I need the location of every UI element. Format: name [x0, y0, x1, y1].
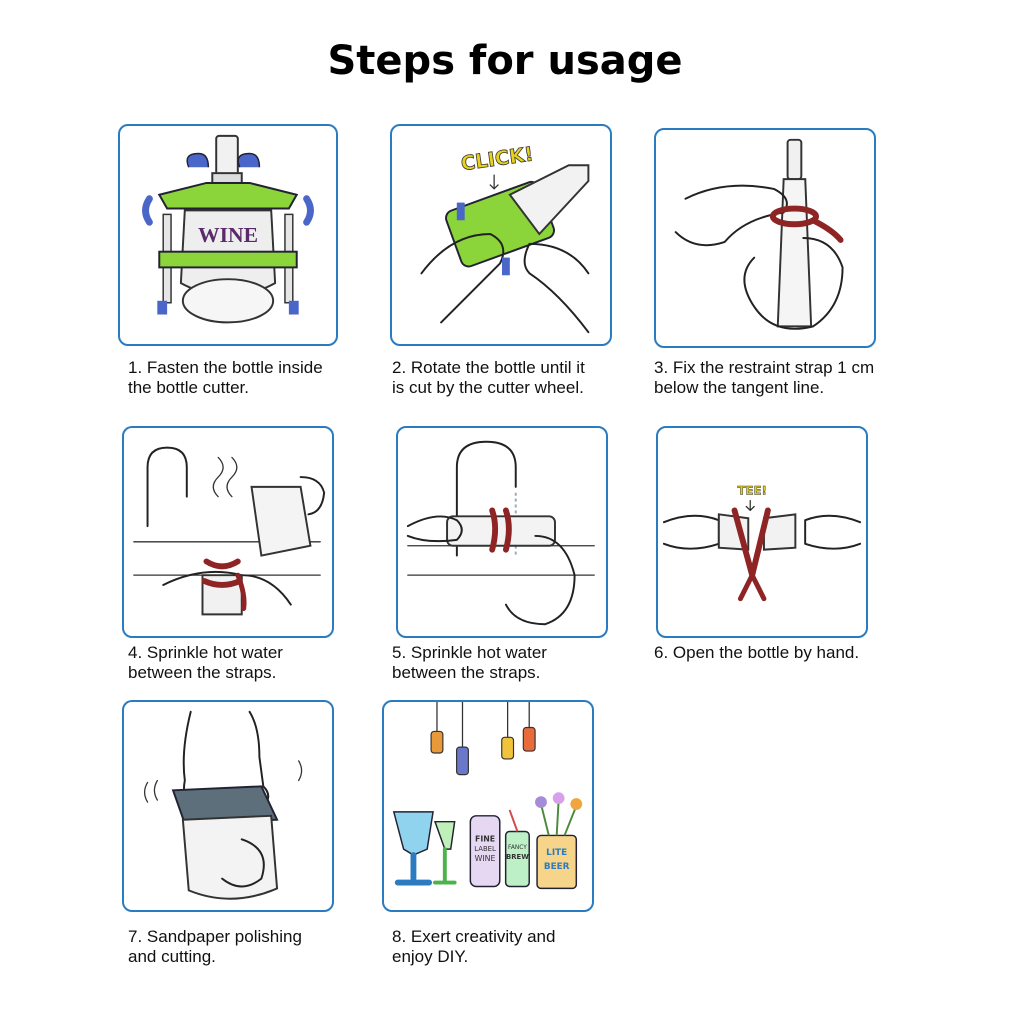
open-bottle-icon: TEE! — [662, 483, 862, 602]
page-title: Steps for usage — [327, 38, 683, 84]
svg-text:FINE: FINE — [475, 834, 495, 843]
step-1-illustration: WINE — [118, 124, 338, 346]
step-3-caption: 3. Fix the restraint strap 1 cm below th… — [654, 358, 875, 397]
diy-glassware-icon: FINE LABEL WINE FANCY BREW LITE BEER — [392, 702, 583, 890]
step-8-caption: 8. Exert creativity and enjoy DIY. — [392, 927, 556, 966]
step-4-caption: 4. Sprinkle hot water between the straps… — [128, 643, 283, 682]
step-5-illustration — [396, 426, 608, 638]
step-5-caption: 5. Sprinkle hot water between the straps… — [392, 643, 547, 682]
svg-text:FANCY: FANCY — [508, 845, 527, 851]
tee-label: TEE! — [737, 484, 766, 498]
step-8-illustration: FINE LABEL WINE FANCY BREW LITE BEER — [382, 700, 594, 912]
svg-text:BREW: BREW — [506, 853, 529, 861]
faucet-water-icon — [406, 440, 595, 626]
bottle-cutter-icon: WINE — [142, 134, 314, 324]
svg-text:LABEL: LABEL — [474, 845, 496, 853]
step-6-caption: 6. Open the bottle by hand. — [654, 643, 860, 662]
step-1-caption: 1. Fasten the bottle inside the bottle c… — [128, 358, 323, 397]
step-2-illustration: CLICK! — [390, 124, 612, 346]
strap-bottle-icon — [674, 138, 844, 330]
step-3-illustration — [654, 128, 876, 348]
svg-text:BEER: BEER — [544, 862, 570, 872]
svg-text:LITE: LITE — [546, 848, 567, 858]
svg-text:WINE: WINE — [475, 854, 496, 863]
step-2-caption: 2. Rotate the bottle until it is cut by … — [392, 358, 585, 397]
wine-label: WINE — [198, 223, 258, 247]
rotate-bottle-icon: CLICK! — [420, 142, 590, 334]
hot-water-pour-icon — [133, 446, 326, 616]
step-6-illustration: TEE! — [656, 426, 868, 638]
step-7-caption: 7. Sandpaper polishing and cutting. — [128, 927, 302, 966]
step-7-illustration — [122, 700, 334, 912]
step-4-illustration — [122, 426, 334, 638]
click-label: CLICK! — [460, 142, 535, 175]
sandpaper-icon — [143, 710, 303, 900]
